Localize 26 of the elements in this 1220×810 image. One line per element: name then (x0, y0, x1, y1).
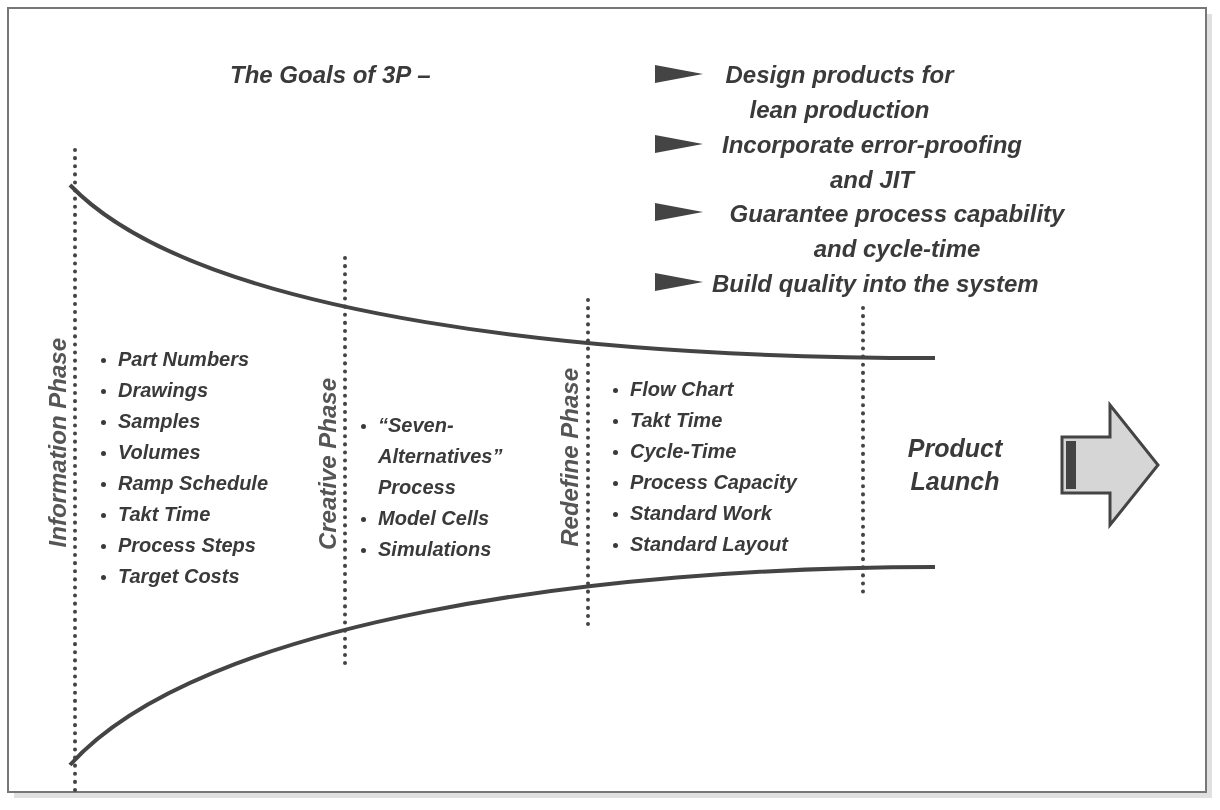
phase-label: Creative Phase (314, 378, 342, 551)
phase-label: Redefine Phase (556, 368, 584, 547)
bullet-item: Simulations (378, 537, 492, 562)
goal-text: Design products for lean production (724, 60, 956, 125)
bullet-item: Model Cells (378, 506, 490, 531)
bullet-item: Samples (118, 409, 201, 434)
bullet-item: Cycle-Time (630, 439, 737, 464)
bullet-item: “Seven-Alternatives” Process (378, 413, 504, 500)
bullet-item: Standard Work (630, 501, 772, 526)
bullet-item: Process Steps (118, 533, 256, 558)
bullet-item: Volumes (118, 440, 201, 465)
launch-label: Product Launch (906, 433, 1004, 497)
bullet-item: Part Numbers (118, 347, 250, 372)
bullet-item: Drawings (118, 378, 209, 403)
bullet-item: Target Costs (118, 564, 240, 589)
goals-heading: The Goals of 3P – (230, 60, 431, 90)
bullet-item: Takt Time (630, 408, 723, 433)
bullet-item: Process Capacity (630, 470, 797, 495)
bullet-item: Flow Chart (630, 377, 734, 402)
bullet-item: Standard Layout (630, 532, 788, 557)
goal-text: Incorporate error-proofing and JIT (721, 130, 1023, 195)
goal-text: Guarantee process capability and cycle-time (728, 199, 1066, 264)
bullet-item: Takt Time (118, 502, 211, 527)
phase-label: Information Phase (44, 338, 72, 548)
bullet-item: Ramp Schedule (118, 471, 269, 496)
goal-text: Build quality into the system (712, 269, 1039, 299)
